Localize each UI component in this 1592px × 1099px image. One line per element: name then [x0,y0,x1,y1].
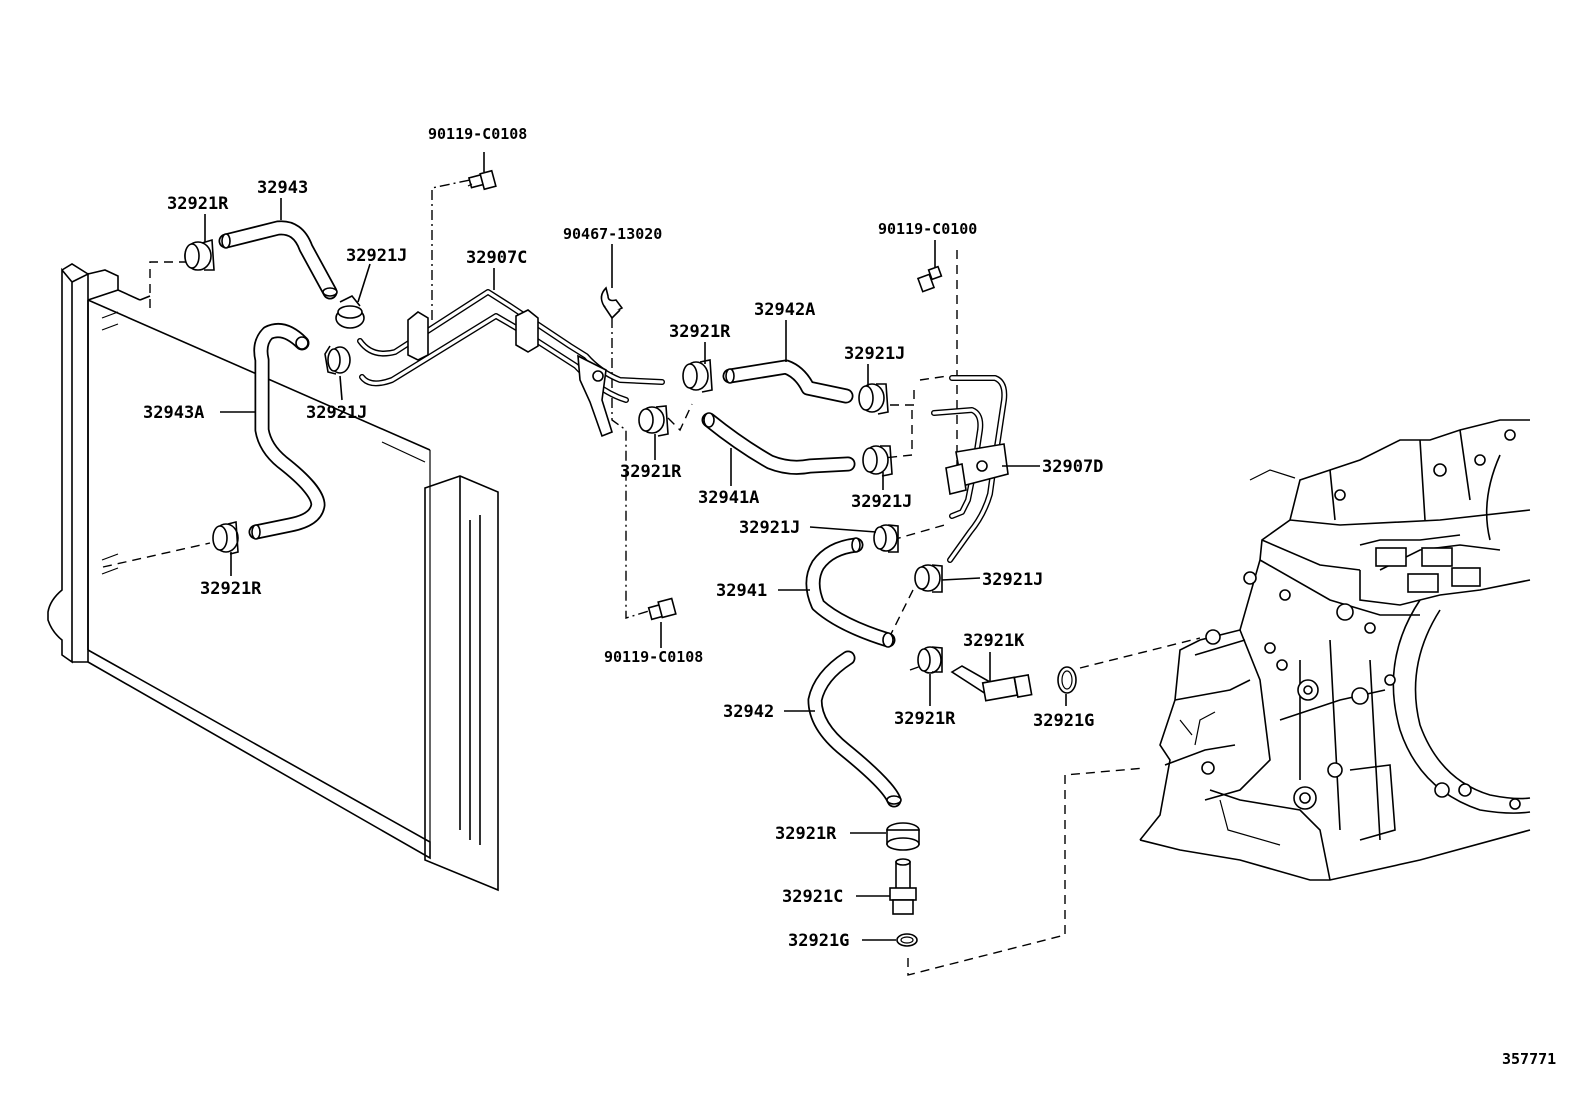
label-32921r-left: 32921R [200,579,262,599]
clamp-32921r-top [184,238,215,271]
union-32921c [889,858,917,915]
clamp-32921j-f [914,564,943,593]
bolt-90119-c0108-bottom [647,597,677,621]
label-32921r-top: 32921R [167,194,229,214]
part-labels: 90119-C0108 32943 32921R 32921J 32907C 9… [143,125,1556,1068]
label-32943: 32943 [257,178,308,198]
clamp-32921j-d [862,445,893,477]
label-32921j-e: 32921J [739,518,800,538]
label-90467-13020: 90467-13020 [563,225,662,243]
label-90119-c0108-top: 90119-C0108 [428,125,527,143]
leader-lines [102,179,1201,976]
label-32941a: 32941A [698,488,759,508]
label-32921j-b: 32921J [844,344,905,364]
clamp-32921j-c [858,383,889,415]
gasket-32921g-bottom [896,933,918,947]
hoses [218,220,902,808]
label-32921g-right: 32921G [1033,711,1094,731]
label-32907c: 32907C [466,248,527,268]
clamp-32921r-low [638,405,669,437]
fasteners [467,169,1077,947]
clamp-32921j-b [324,345,351,375]
label-32921r-k: 32921R [894,709,956,729]
pipe-32907c [357,289,665,438]
label-32942: 32942 [723,702,774,722]
radiator [47,263,499,892]
clamp-32921r-k [917,646,943,674]
union-32921k [950,665,1033,702]
label-32941: 32941 [716,581,767,601]
label-32921j-c: 32921J [306,403,367,423]
label-32921r-bottom: 32921R [775,824,837,844]
label-32921g-bottom: 32921G [788,931,849,951]
label-32921j-d: 32921J [851,492,912,512]
label-32921k: 32921K [963,631,1025,651]
transaxle-case [1139,419,1531,881]
label-32921j-a: 32921J [346,246,407,266]
clamp-32921r-left [212,520,239,555]
label-32907d: 32907D [1042,457,1103,477]
label-32943a: 32943A [143,403,204,423]
bolt-90119-c0100 [916,265,943,293]
label-90119-c0100: 90119-C0100 [878,220,977,238]
clamp-32921j-a [335,294,365,329]
bolt-90119-c0108-top [467,169,497,191]
label-32921c: 32921C [782,887,843,907]
gasket-32921g-right [1057,666,1077,694]
label-32921j-f: 32921J [982,570,1043,590]
diagram-id: 357771 [1502,1050,1556,1068]
label-32921r-low: 32921R [620,462,682,482]
clip-90467-13020 [600,286,624,320]
clamps [184,238,943,851]
clamp-32921r-mid [682,359,713,393]
label-32921r-mid: 32921R [669,322,731,342]
pipe-32907d [931,375,1009,563]
label-90119-c0108-bottom: 90119-C0108 [604,648,703,666]
clamp-32921r-bottom [886,822,920,851]
callout-lines [204,152,1067,941]
clamp-32921j-e [873,524,899,553]
label-32942a: 32942A [754,300,815,320]
